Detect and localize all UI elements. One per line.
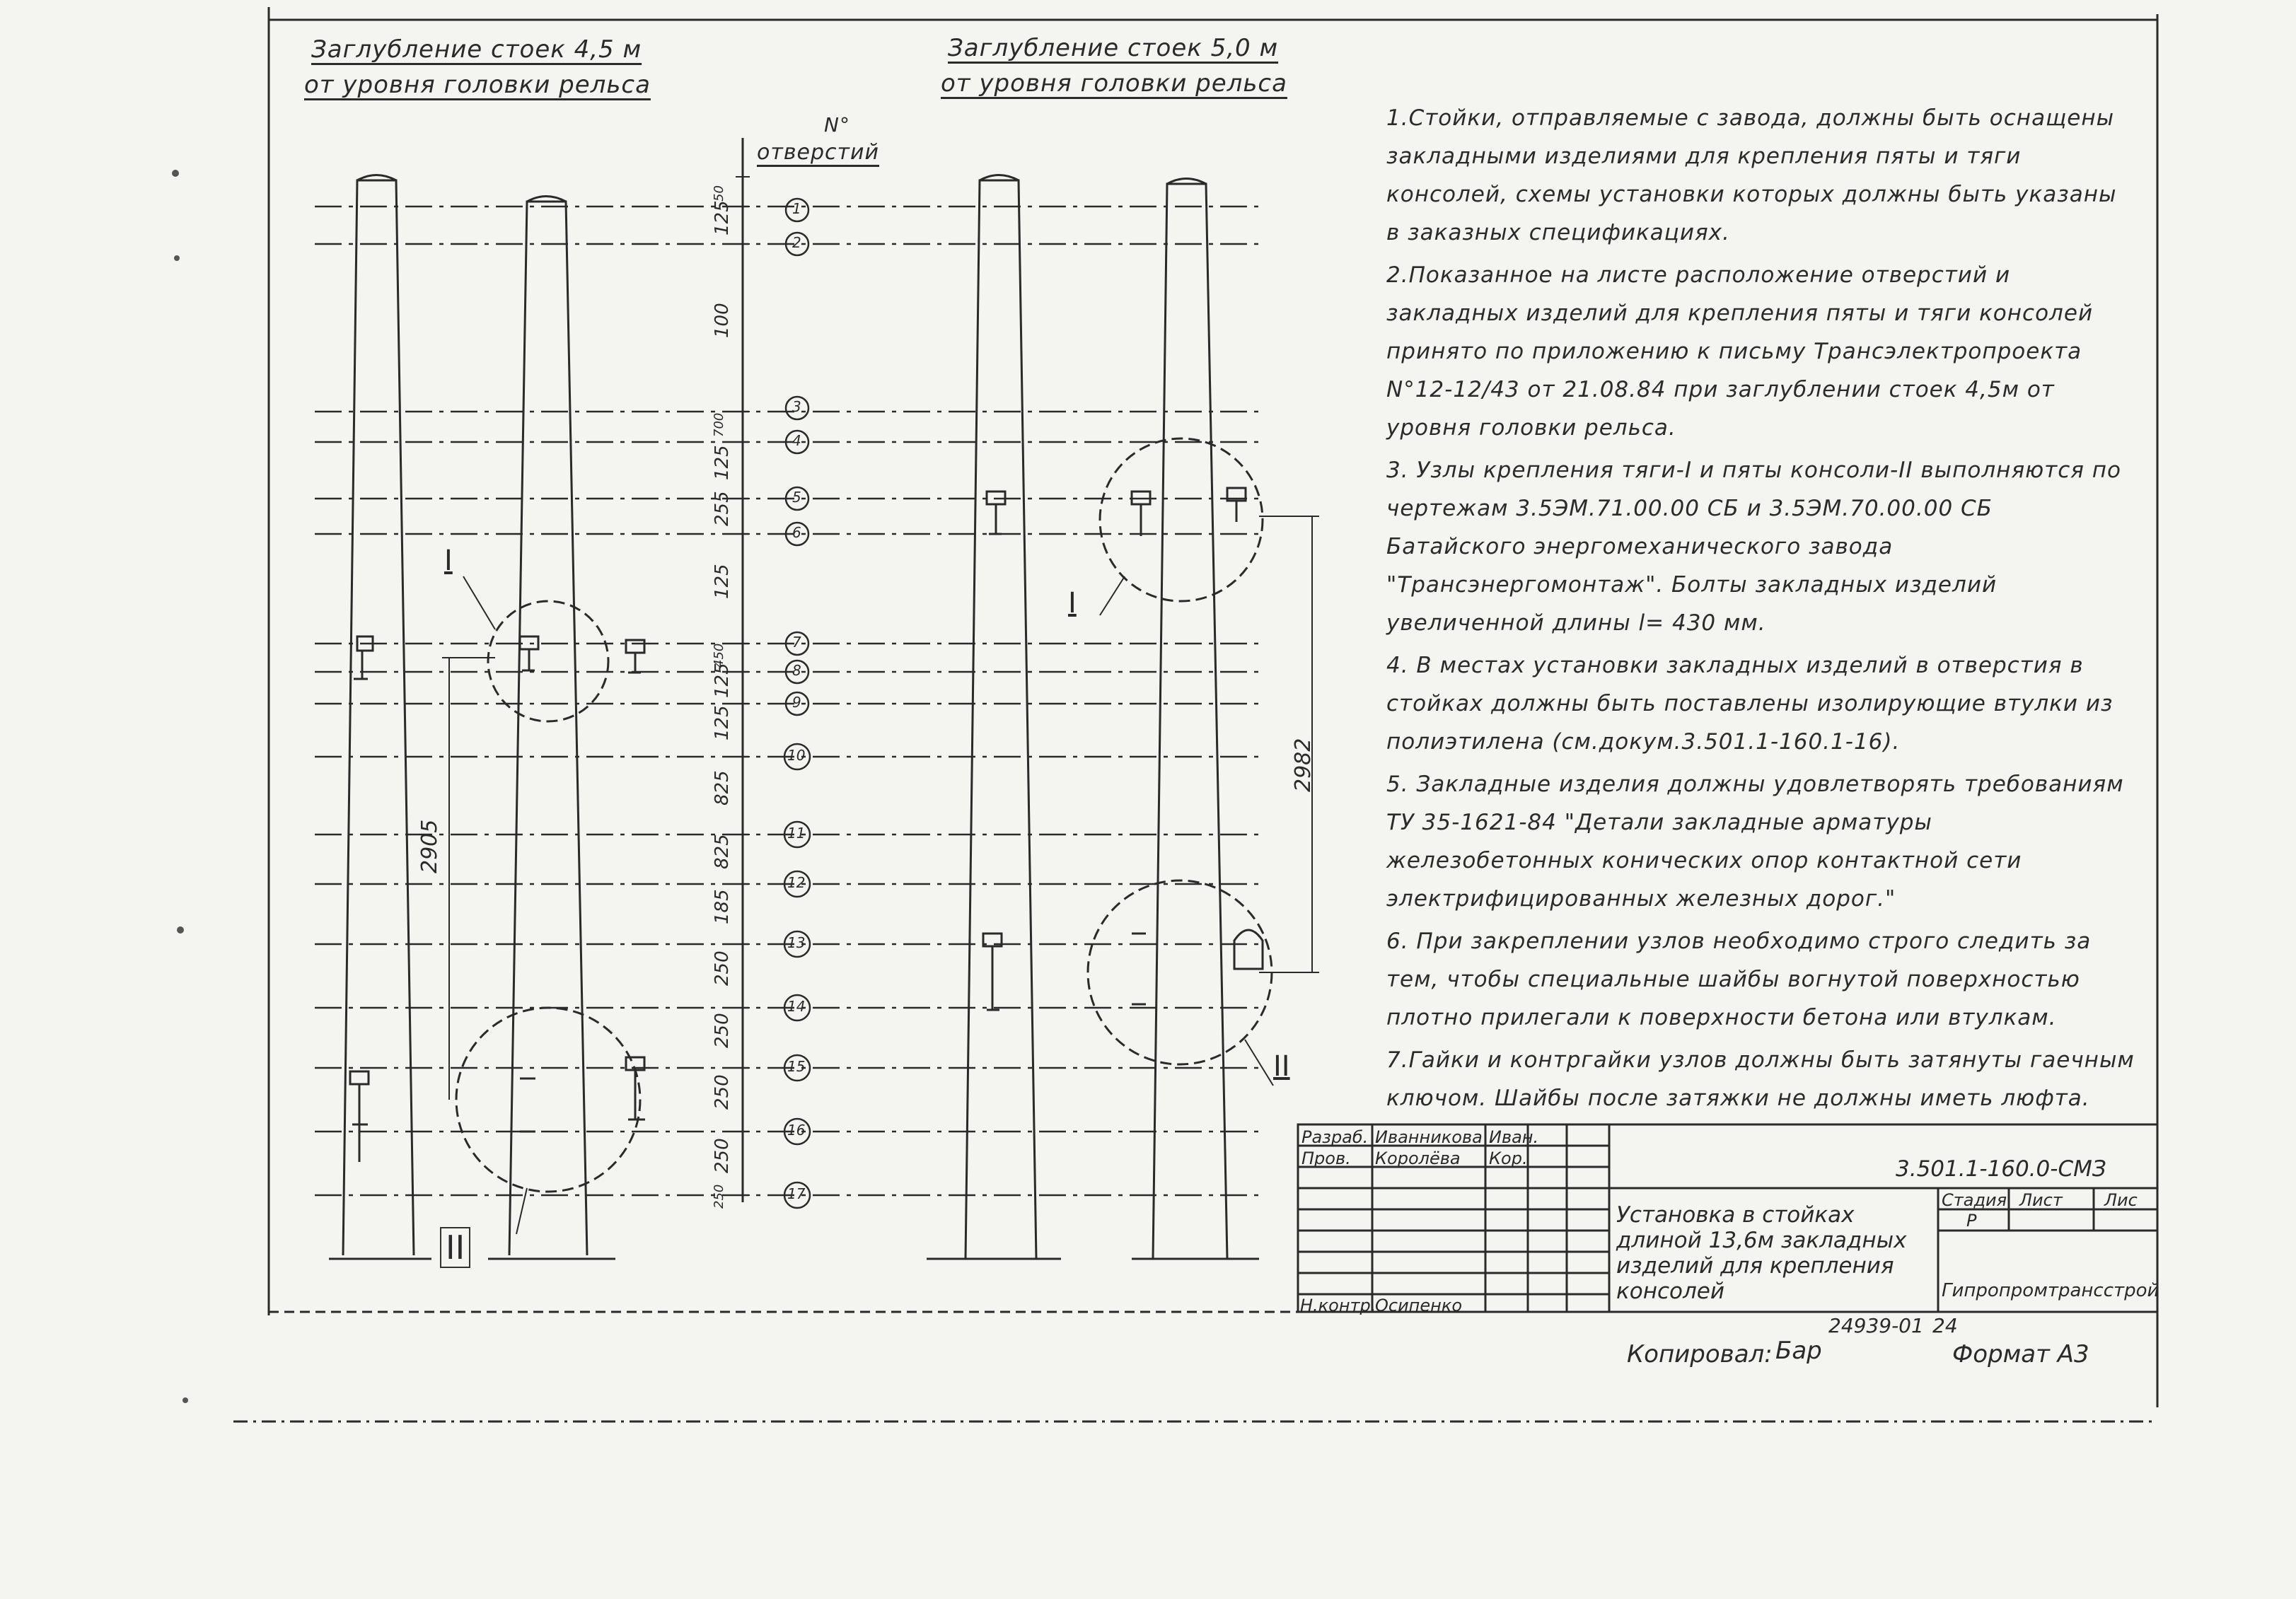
dim-2905: 2905	[417, 819, 442, 873]
tb-role-developer: Разраб.	[1301, 1127, 1369, 1147]
holes-header: отверстий	[757, 140, 879, 165]
dimension-label: 250	[712, 1184, 726, 1209]
holes-num-label: N°	[824, 113, 850, 136]
dimension-label: 125	[712, 445, 733, 480]
hole-number: 9	[792, 694, 801, 711]
hole-number: 17	[787, 1185, 806, 1202]
hole-number: 1	[792, 200, 801, 217]
node-label-i-left: I	[444, 545, 453, 577]
notes-block: 1.Стойки, отправляемые с завода, должны …	[1386, 99, 2136, 1122]
dim-2982: 2982	[1291, 738, 1316, 792]
note-7: 7.Гайки и контргайки узлов должны быть з…	[1386, 1047, 2135, 1111]
tb-name-norm: Осипенко	[1375, 1296, 1463, 1315]
dimension-label: 125	[712, 199, 733, 236]
hole-number: 6	[792, 524, 801, 541]
dimension-label: 250	[712, 1012, 733, 1048]
left-header-line2: от уровня головки рельса	[304, 71, 651, 99]
tb-sign-developer: Иван.	[1489, 1127, 1539, 1147]
node-label-ii-right: II	[1273, 1050, 1290, 1083]
tb-name-checker: Королёва	[1375, 1149, 1461, 1168]
hole-number: 7	[792, 634, 801, 651]
node-label-ii-left: II	[440, 1227, 471, 1268]
note-4: 4. В местах установки закладных изделий …	[1386, 653, 2114, 755]
hole-number: 11	[787, 825, 806, 842]
tb-sheets-header: Лис	[2104, 1190, 2138, 1210]
hole-number: 4	[792, 432, 801, 449]
tb-stage-value: Р	[1966, 1211, 1977, 1231]
tb-doc-code: 3.501.1-160.0-СМЗ	[1896, 1156, 2106, 1182]
note-3: 3. Узлы крепления тяги-I и пяты консоли-…	[1386, 458, 2122, 636]
dimension-label: 700	[712, 412, 726, 437]
dimension-label: 250	[712, 1074, 733, 1110]
footer-page: 24	[1932, 1314, 1958, 1337]
title-block-lines	[1297, 1123, 2159, 1313]
hole-number: 14	[787, 998, 806, 1015]
tb-organization: Гипропромтрансстрой	[1942, 1280, 2159, 1301]
footer-copied-sign: Бар	[1775, 1337, 1822, 1365]
dimension-label: 250	[712, 1138, 733, 1173]
dimension-label: 250	[712, 950, 733, 986]
hole-lines	[315, 205, 1259, 1197]
dimension-label: 125	[712, 563, 733, 599]
dimension-label: 185	[712, 888, 733, 924]
hole-number: 16	[787, 1122, 806, 1139]
tb-name-developer: Иванникова	[1375, 1127, 1483, 1147]
poles-right	[927, 179, 1259, 1260]
poles-left	[329, 179, 615, 1260]
footer-format: Формат А3	[1952, 1340, 2089, 1368]
right-header-line2: от уровня головки рельса	[941, 69, 1287, 98]
hole-number: 3	[792, 398, 801, 415]
tb-role-norm: Н.контр.	[1300, 1296, 1376, 1315]
dimension-label: 125	[712, 704, 733, 740]
embedded-parts	[349, 487, 1264, 1162]
tb-sign-checker: Кор.	[1489, 1149, 1528, 1168]
dimension-label: 255	[712, 491, 733, 526]
note-5: 5. Закладные изделия должны удовлетворят…	[1386, 772, 2124, 912]
hole-number: 5	[792, 489, 801, 506]
dimension-label: 825	[712, 834, 733, 869]
footer-copied-label: Копировал:	[1627, 1340, 1773, 1368]
right-header-line1: Заглубление стоек 5,0 м	[948, 34, 1279, 62]
note-1: 1.Стойки, отправляемые с завода, должны …	[1386, 105, 2117, 245]
tb-sheet-header: Лист	[2019, 1190, 2063, 1210]
tb-title: Установка в стойках длиной 13,6м закладн…	[1616, 1202, 1907, 1304]
tb-stage-header: Стадия	[1942, 1190, 2007, 1210]
footer-number: 24939-01	[1828, 1314, 1924, 1337]
node-label-i-right: I	[1068, 587, 1077, 620]
dimension-label: 825	[712, 770, 733, 806]
dimension-label: 125	[712, 662, 733, 698]
hole-number: 10	[787, 747, 806, 764]
dimension-label: 50	[712, 185, 726, 202]
left-header-line1: Заглубление стоек 4,5 м	[311, 35, 642, 64]
hole-number: 2	[792, 234, 801, 251]
hole-number: 12	[787, 874, 806, 891]
dimension-label: 100	[712, 302, 733, 338]
note-2: 2.Показанное на листе расположение отвер…	[1386, 262, 2094, 441]
hole-number: 8	[792, 662, 801, 679]
hole-number: 15	[787, 1058, 806, 1075]
note-6: 6. При закреплении узлов необходимо стро…	[1386, 929, 2092, 1030]
tb-role-checker: Пров.	[1301, 1149, 1351, 1168]
hole-number: 13	[787, 934, 806, 951]
hole-circles	[783, 197, 811, 1209]
